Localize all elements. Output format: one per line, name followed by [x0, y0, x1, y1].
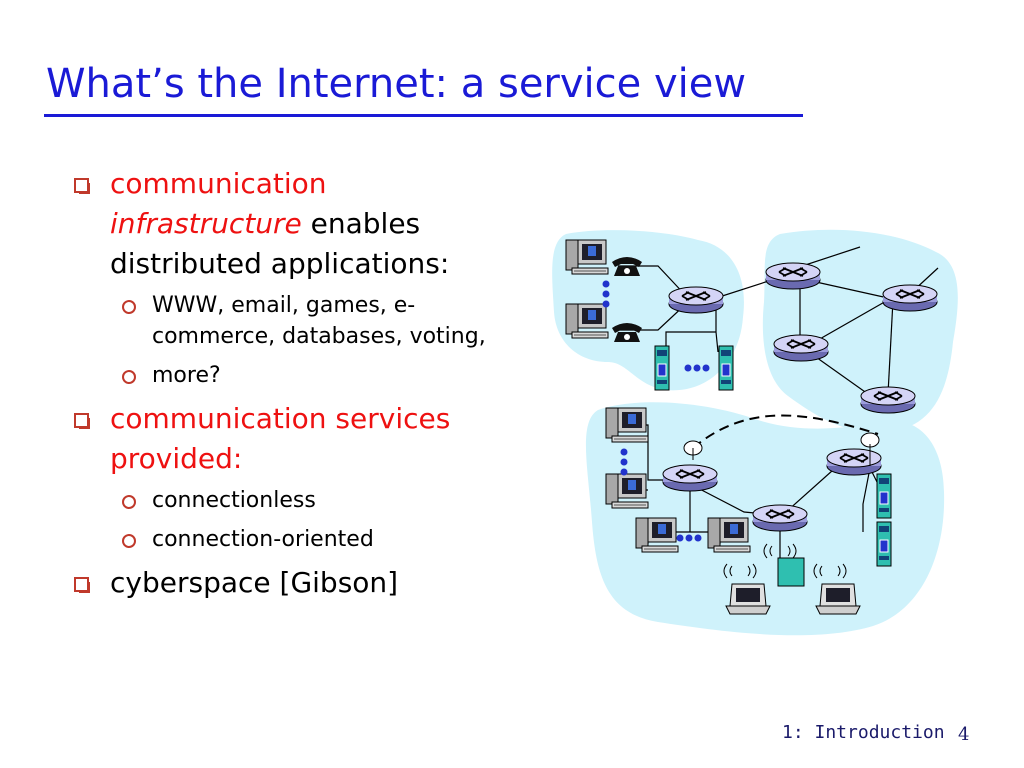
- sub-bullet-more: more?: [108, 360, 514, 391]
- circle-bullet-icon: [122, 534, 136, 548]
- desktop-computer-icon: [565, 239, 609, 275]
- server-icon: [876, 473, 892, 519]
- wireless-base-station-icon: [763, 543, 805, 587]
- network-diagram: [552, 229, 958, 636]
- sub-bullet-connectionless: connectionless: [108, 485, 514, 516]
- circle-bullet-icon: [122, 300, 136, 314]
- router-icon: [765, 262, 821, 290]
- circle-bullet-icon: [122, 495, 136, 509]
- slide-title: What’s the Internet: a service view: [46, 61, 747, 107]
- router-icon: [668, 286, 724, 314]
- server-icon: [876, 521, 892, 567]
- satellite-dish-icon: [683, 440, 703, 460]
- sub-bullet-connection-oriented: connection-oriented: [108, 524, 514, 555]
- bullet-text-red: communication: [110, 167, 327, 200]
- sub-bullet-www: WWW, email, games, e-commerce, databases…: [108, 290, 514, 352]
- sub-bullet-text: connection-oriented: [152, 527, 374, 552]
- bullet-text-italic: infrastructure: [110, 207, 302, 240]
- satellite-link: [692, 414, 879, 449]
- sub-bullet-text: connectionless: [152, 488, 316, 513]
- server-icon: [718, 345, 734, 391]
- desktop-computer-icon: [565, 303, 609, 339]
- page-number: 4: [958, 724, 970, 745]
- bullet-text-red: communication services provided:: [110, 402, 451, 475]
- router-icon: [860, 386, 916, 414]
- desktop-computer-icon: [635, 517, 679, 553]
- desktop-computer-icon: [605, 407, 649, 443]
- ellipsis-dots: [602, 280, 710, 542]
- bullet-text: enables distributed applications:: [110, 207, 450, 280]
- server-icon: [654, 345, 670, 391]
- bullet-services: communication services provided:: [74, 399, 514, 479]
- desktop-computer-icon: [605, 473, 649, 509]
- satellite-dish-icon: [860, 432, 880, 466]
- square-bullet-icon: [74, 413, 90, 429]
- square-bullet-icon: [74, 577, 90, 593]
- bullet-list: communication infrastructure enables dis…: [74, 164, 514, 609]
- router-icon: [773, 334, 829, 362]
- sub-bullet-text: more?: [152, 363, 221, 388]
- router-icon: [752, 504, 808, 532]
- router-icon: [662, 464, 718, 492]
- square-bullet-icon: [74, 178, 90, 194]
- desktop-computer-icon: [707, 517, 751, 553]
- bullet-cyberspace: cyberspace [Gibson]: [74, 563, 514, 603]
- circle-bullet-icon: [122, 370, 136, 384]
- isp-network-right: [762, 229, 958, 433]
- router-icon: [882, 284, 938, 312]
- title-underline: [44, 114, 803, 117]
- bullet-infrastructure: communication infrastructure enables dis…: [74, 164, 514, 284]
- bullet-text: cyberspace [Gibson]: [110, 566, 399, 599]
- sub-bullet-text: WWW, email, games, e-commerce, databases…: [152, 293, 486, 349]
- router-icon: [826, 448, 882, 476]
- footer-chapter: 1: Introduction: [782, 722, 945, 743]
